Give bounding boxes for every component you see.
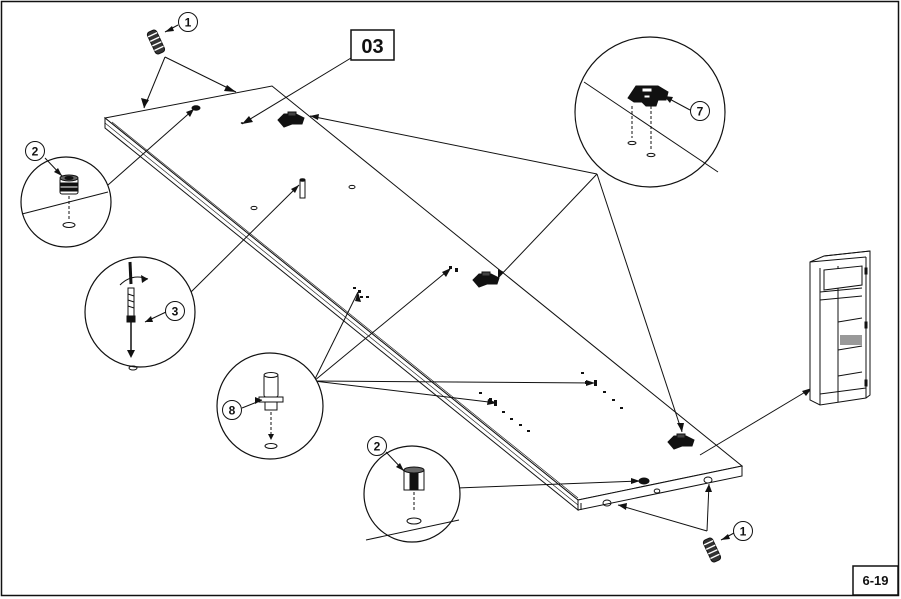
callout-cam-lock-left: 2 (25, 141, 45, 161)
dowel-icon-top (146, 24, 179, 55)
detail-cam-bolt (84, 256, 196, 371)
page-ref-box: 6-19 (852, 565, 899, 596)
page-ref-label: 6-19 (862, 573, 888, 588)
callout-text-1b: 1 (740, 525, 747, 539)
callout-cam-bolt: 3 (165, 301, 185, 321)
callout-text-3: 3 (172, 305, 179, 319)
callout-shelf-pin: 8 (222, 400, 242, 420)
cabinet-thumbnail (809, 250, 871, 406)
hinge-plate-middle (472, 271, 500, 288)
callout-text-2a: 2 (32, 145, 39, 159)
detail-shelf-pin (216, 352, 324, 460)
callout-hinge: 7 (690, 101, 710, 121)
hinge-plate-top (277, 111, 305, 128)
panel-label: 03 (361, 36, 383, 58)
screwdriver-icon (119, 261, 149, 371)
hinge-icon (627, 85, 669, 107)
shelf-pin-icon (258, 372, 284, 449)
arrowheads (141, 85, 812, 510)
callout-text-2b: 2 (374, 440, 381, 454)
callout-text-7: 7 (697, 105, 704, 119)
hinge-plate-bottom (667, 433, 695, 450)
callout-dowel-top: 1 (178, 12, 198, 32)
cam-lock-icon (59, 174, 79, 228)
callout-dowel-bottom: 1 (733, 521, 753, 541)
detail-cam-lock-left (20, 156, 112, 248)
detail-hinge (574, 36, 726, 188)
callout-text-1: 1 (185, 16, 192, 30)
panel-label-box: 03 (350, 29, 395, 61)
cam-bolt-on-panel (299, 178, 306, 199)
callout-text-8: 8 (229, 404, 236, 418)
dowel-icon-bottom (702, 532, 735, 563)
callout-cam-lock-bottom: 2 (367, 436, 387, 456)
cam-lock-icon-2 (403, 466, 425, 525)
detail-cam-lock-bottom (363, 445, 461, 543)
leader-lines (107, 56, 813, 532)
side-panel (103, 85, 744, 512)
